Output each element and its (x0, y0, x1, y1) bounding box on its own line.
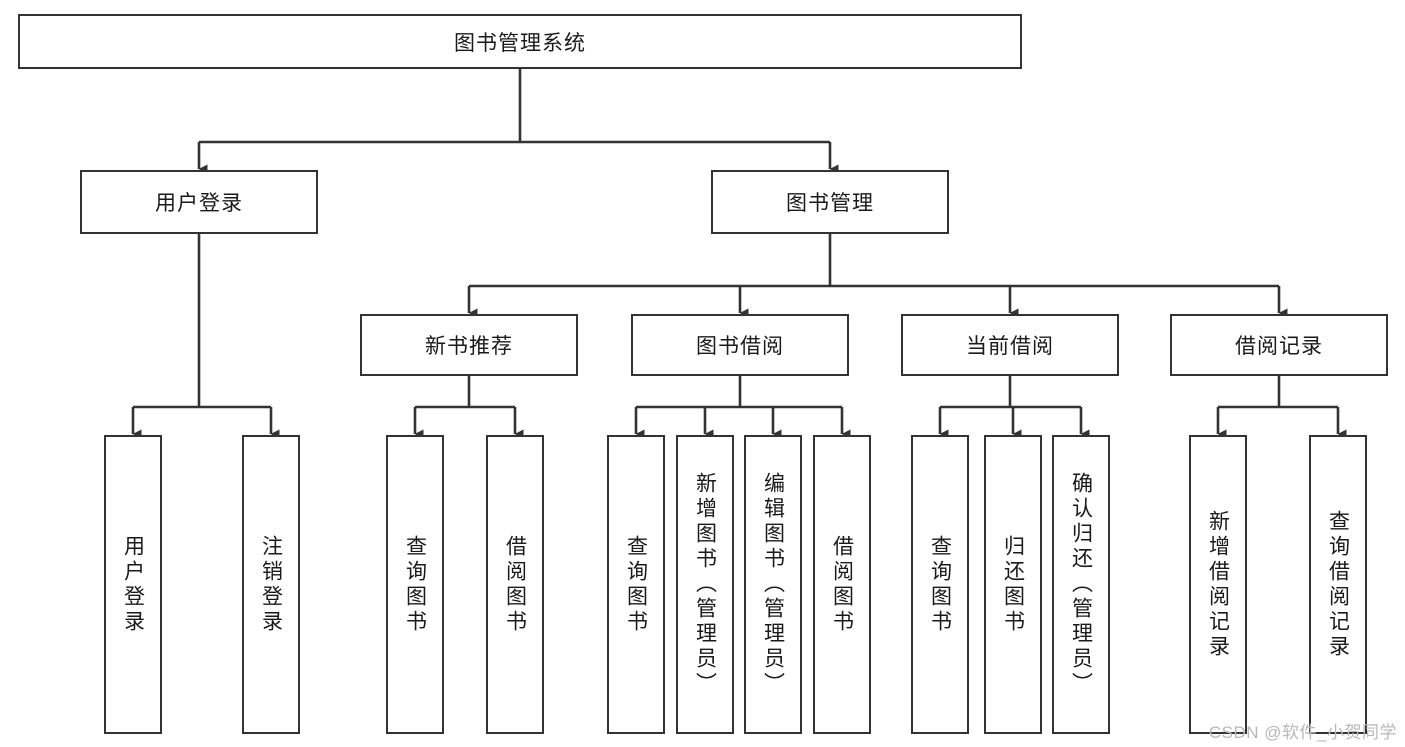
node-user-login-label: 用户登录 (155, 192, 243, 215)
leaf-edit-book-admin-label: 编辑图书（管理员） (761, 472, 785, 697)
watermark: CSDN @软件_小贺同学 (1208, 723, 1397, 742)
node-book-management-label: 图书管理 (786, 192, 874, 215)
node-borrow-records-label: 借阅记录 (1235, 335, 1323, 358)
leaf-user-login-label: 用户登录 (121, 534, 145, 635)
leaf-borrow-book-recommend-label: 借阅图书 (503, 534, 527, 635)
node-book-borrow[interactable]: 图书借阅 (631, 314, 849, 376)
leaf-borrow-book[interactable]: 借阅图书 (813, 435, 871, 734)
leaf-confirm-return-admin-label: 确认归还（管理员） (1069, 472, 1093, 697)
node-root[interactable]: 图书管理系统 (18, 14, 1022, 69)
leaf-user-login[interactable]: 用户登录 (104, 435, 162, 734)
leaf-query-book-borrow[interactable]: 查询图书 (607, 435, 665, 734)
node-user-login[interactable]: 用户登录 (80, 170, 318, 234)
leaf-query-borrow-record[interactable]: 查询借阅记录 (1309, 435, 1367, 734)
leaf-logout[interactable]: 注销登录 (242, 435, 300, 734)
leaf-query-book-current[interactable]: 查询图书 (911, 435, 969, 734)
leaf-return-book[interactable]: 归还图书 (984, 435, 1042, 734)
node-root-label: 图书管理系统 (454, 31, 586, 55)
node-new-book-recommend-label: 新书推荐 (425, 335, 513, 358)
leaf-query-borrow-record-label: 查询借阅记录 (1326, 509, 1350, 660)
leaf-query-book-borrow-label: 查询图书 (624, 534, 648, 635)
node-current-borrow[interactable]: 当前借阅 (901, 314, 1119, 376)
leaf-confirm-return-admin[interactable]: 确认归还（管理员） (1052, 435, 1110, 734)
leaf-query-book-recommend-label: 查询图书 (403, 534, 427, 635)
node-new-book-recommend[interactable]: 新书推荐 (360, 314, 578, 376)
leaf-borrow-book-label: 借阅图书 (830, 534, 854, 635)
node-borrow-records[interactable]: 借阅记录 (1170, 314, 1388, 376)
leaf-add-book-admin[interactable]: 新增图书（管理员） (676, 435, 734, 734)
leaf-borrow-book-recommend[interactable]: 借阅图书 (486, 435, 544, 734)
leaf-edit-book-admin[interactable]: 编辑图书（管理员） (744, 435, 802, 734)
leaf-add-borrow-record-label: 新增借阅记录 (1206, 509, 1230, 660)
leaf-add-book-admin-label: 新增图书（管理员） (693, 472, 717, 697)
leaf-logout-label: 注销登录 (259, 534, 283, 635)
node-current-borrow-label: 当前借阅 (966, 335, 1054, 358)
node-book-management[interactable]: 图书管理 (711, 170, 949, 234)
node-book-borrow-label: 图书借阅 (696, 335, 784, 358)
leaf-return-book-label: 归还图书 (1001, 534, 1025, 635)
leaf-add-borrow-record[interactable]: 新增借阅记录 (1189, 435, 1247, 734)
leaf-query-book-recommend[interactable]: 查询图书 (386, 435, 444, 734)
leaf-query-book-current-label: 查询图书 (928, 534, 952, 635)
